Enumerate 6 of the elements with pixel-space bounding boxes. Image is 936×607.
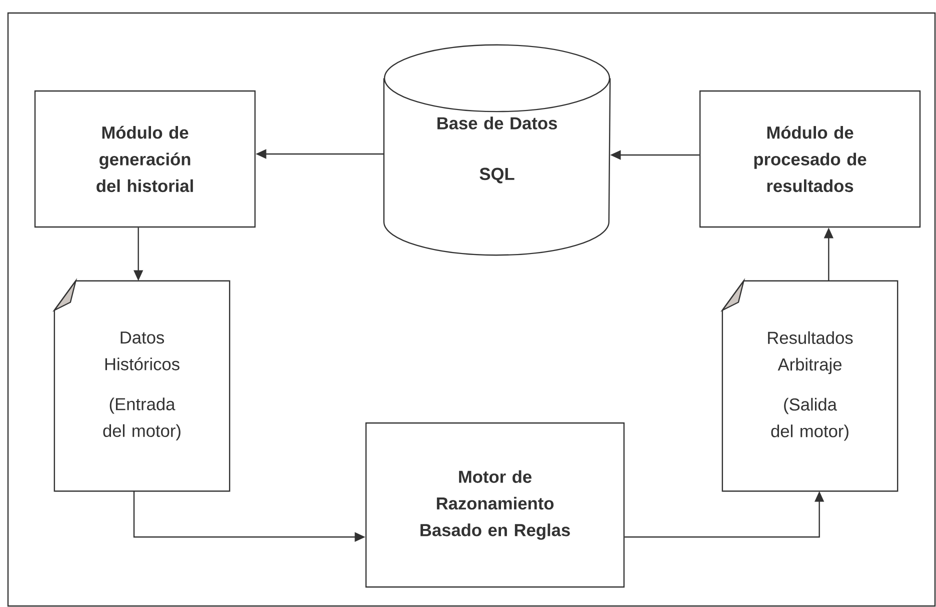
node-label: SQL [480,168,514,184]
process-box: Módulo de generación del historial [34,90,256,228]
node-label: Base de Datos [437,116,557,130]
database-cylinder: Base de Datos SQL [383,44,611,256]
process-box: Motor de Razonamiento Basado en Reglas [365,422,625,588]
process-box: Módulo de procesado de resultados [699,90,921,228]
